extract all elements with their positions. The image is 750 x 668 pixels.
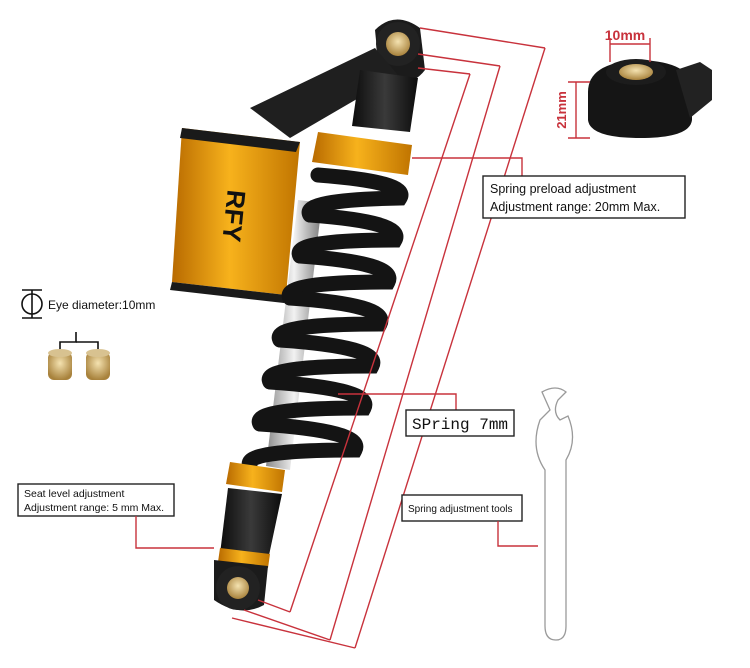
preload-title: Spring preload adjustment: [490, 182, 636, 196]
eye-height-label: 21mm: [554, 91, 569, 129]
eye-detail: 10mm 21mm: [554, 27, 712, 139]
preload-callout: Spring preload adjustment Adjustment ran…: [412, 157, 686, 219]
bottom-eye-mount: [214, 560, 268, 611]
bushing-left: [48, 349, 72, 380]
reservoir-canister: RFY: [170, 128, 300, 303]
tools-callout: Spring adjustment tools: [401, 494, 538, 547]
preload-range: Adjustment range: 20mm Max.: [490, 200, 660, 214]
seat-range: Adjustment range: 5 mm Max.: [24, 502, 164, 514]
length-dimension-lines: [231, 27, 546, 649]
lower-body: [220, 488, 282, 560]
preload-collar: [312, 132, 412, 175]
lower-collar: [226, 462, 285, 492]
shock-absorber: RFY: [170, 19, 425, 611]
upper-body: [352, 70, 418, 132]
eye-diameter-callout: Eye diameter:10mm: [21, 289, 155, 380]
spring-label: SPring 7mm: [412, 416, 508, 434]
spring-callout: SPring 7mm: [338, 393, 515, 437]
eye-diameter-label: Eye diameter:10mm: [48, 298, 155, 312]
seat-level-callout: Seat level adjustment Adjustment range: …: [17, 483, 214, 549]
eye-width-label: 10mm: [605, 27, 645, 43]
brand-logo: RFY: [216, 189, 251, 244]
bushing-right: [86, 349, 110, 380]
diameter-symbol-icon: [21, 289, 43, 319]
tools-label: Spring adjustment tools: [408, 504, 513, 515]
seat-title: Seat level adjustment: [24, 488, 124, 500]
spanner-wrench: [535, 387, 574, 641]
